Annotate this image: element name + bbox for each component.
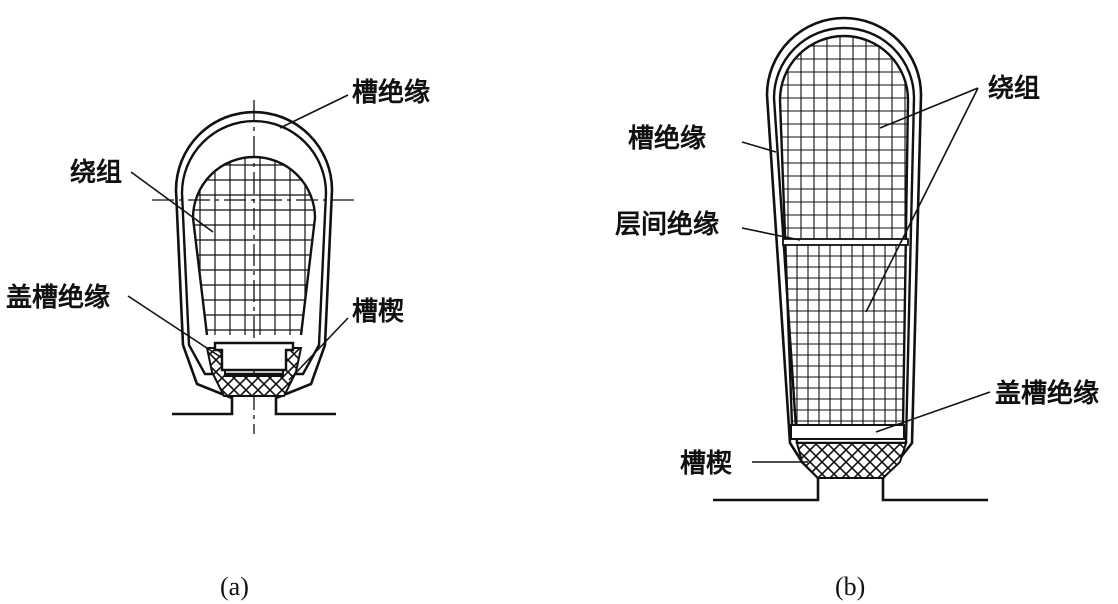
leader-cover-a xyxy=(127,295,223,359)
leader-winding-b-2 xyxy=(865,87,979,313)
label-slot-wedge-b: 槽楔 xyxy=(680,448,732,479)
caption-a: (a) xyxy=(220,572,249,601)
winding-a-outline xyxy=(191,155,317,336)
figure-b: 绕组 槽绝缘 层间绝缘 盖槽绝缘 槽楔 (b) xyxy=(615,16,1099,601)
label-interlayer-insulation-b: 层间绝缘 xyxy=(615,209,719,240)
leader-cover-b xyxy=(875,391,991,433)
label-cover-slot-insulation-b: 盖槽绝缘 xyxy=(995,378,1099,409)
interlayer-insulation-b xyxy=(782,238,909,246)
leader-winding-a xyxy=(130,171,214,233)
figure-a: 槽绝缘 绕组 盖槽绝缘 槽楔 (a) xyxy=(6,77,430,601)
leader-interlayer-b xyxy=(741,227,801,241)
slot-insulation-b xyxy=(772,26,916,445)
leader-slot-insulation-b xyxy=(741,141,777,153)
leader-slot-insulation-a xyxy=(279,94,349,129)
slot-wedge-b xyxy=(795,442,908,479)
cover-slot-insulation-b xyxy=(790,424,905,440)
winding-b xyxy=(778,34,910,426)
slot-insulation xyxy=(180,119,328,376)
leader-winding-b-1 xyxy=(879,87,979,129)
label-slot-insulation-b: 槽绝缘 xyxy=(628,123,706,154)
label-slot-wedge-a: 槽楔 xyxy=(352,296,404,327)
leader-wedge-a xyxy=(288,317,349,381)
winding-b-outline xyxy=(778,34,910,426)
label-slot-insulation-a: 槽绝缘 xyxy=(352,77,430,108)
label-winding-a: 绕组 xyxy=(70,157,122,188)
winding-a xyxy=(191,155,317,336)
slot-outline-b xyxy=(713,16,988,502)
slot-outline xyxy=(172,110,336,416)
label-cover-slot-insulation-a: 盖槽绝缘 xyxy=(6,282,110,313)
caption-b: (b) xyxy=(835,572,865,601)
label-winding-b: 绕组 xyxy=(988,73,1040,104)
cover-slot-insulation-a xyxy=(213,341,295,372)
